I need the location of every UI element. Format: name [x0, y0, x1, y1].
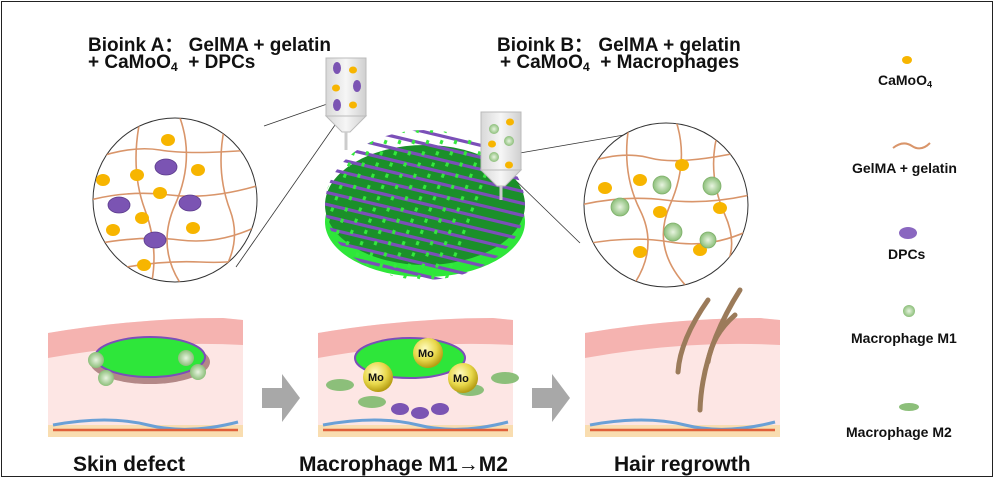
legend-label-m1: Macrophage M1	[851, 330, 957, 346]
dpc-cell-icon	[899, 227, 917, 239]
legend-label-gelma: GelMA + gelatin	[852, 160, 957, 176]
macrophage-m1	[98, 370, 114, 386]
bioink-b-subtitle: + CaMoO4 + Macrophages	[500, 52, 740, 75]
macrophage-m2	[326, 379, 354, 391]
scaffold-strand-green	[342, 130, 406, 280]
fiber-network	[93, 118, 257, 282]
process-arrow-1	[262, 374, 300, 422]
scaffold-strand-green	[325, 130, 364, 280]
bioink-b-title: Bioink B： GelMA + gelatin	[497, 35, 741, 56]
macrophage-m2	[491, 372, 519, 384]
macrophage-m1	[178, 350, 194, 366]
macrophage-m2-icon	[899, 403, 919, 411]
scaffold-strand-green	[370, 130, 434, 280]
macrophage-m1-icon	[903, 305, 915, 317]
mo-ion-sphere	[448, 363, 478, 393]
hair-strand	[705, 312, 738, 365]
zoom-lines-a	[235, 102, 625, 268]
dpc-cell	[411, 407, 429, 419]
mo-ion-sphere	[413, 338, 443, 368]
scaffold-strand-green	[328, 130, 392, 280]
scaffold-strand-purple	[325, 232, 525, 280]
legend-label-m2: Macrophage M2	[846, 424, 952, 440]
scaffold-strand-purple	[325, 184, 525, 248]
bioink-b-zoom-circle	[583, 122, 749, 288]
bioink-a-zoom-circle	[92, 117, 258, 283]
scaffold-strand-purple	[325, 160, 525, 224]
skin-block-hair	[585, 318, 780, 437]
macrophage-m1	[190, 364, 206, 380]
legend-icons	[892, 56, 931, 411]
stage-caption-skin-defect: Skin defect	[73, 453, 186, 476]
camoo4-particles	[96, 134, 205, 271]
scaffold-strand-green	[398, 130, 462, 280]
dpc-cell	[391, 403, 409, 415]
fiber-icon	[892, 142, 931, 150]
scaffold-strand-purple	[325, 172, 525, 236]
stage-caption-macrophage: Macrophage M1→M2	[299, 453, 508, 476]
bioink-a-subtitle: + CaMoO4 + DPCs	[88, 52, 256, 75]
scaffold-strand-green	[260, 130, 320, 290]
legend-label-camoo4: CaMoO4	[878, 72, 933, 90]
scaffold-strand-green	[440, 130, 504, 280]
mo-label-2: Mo	[418, 348, 434, 360]
scaffold-strand-green	[325, 130, 378, 280]
bioink-a-title: Bioink A： GelMA + gelatin	[88, 35, 331, 56]
mo-ion-sphere	[363, 362, 393, 392]
scaffold-strand-green	[356, 130, 420, 280]
scaffold-strand-green	[384, 130, 448, 280]
scaffold-strand-green	[426, 130, 490, 280]
syringe-b	[479, 111, 523, 200]
dpc-cells	[107, 158, 202, 249]
macrophage-m1	[88, 352, 104, 368]
mo-label-1: Mo	[368, 372, 384, 384]
macrophage-m2	[358, 396, 386, 408]
yellow-dot-icon	[902, 56, 912, 64]
mo-label-3: Mo	[453, 373, 469, 385]
legend-label-dpcs: DPCs	[888, 246, 926, 262]
process-arrow-2	[532, 374, 570, 422]
stage-caption-hair-regrowth: Hair regrowth	[614, 453, 751, 476]
scaffold-3d-printed	[260, 130, 525, 290]
scaffold-strand-green	[412, 130, 476, 280]
scaffold-strand-green	[325, 130, 336, 280]
figure-border	[1, 1, 993, 477]
syringe-a	[324, 57, 368, 150]
hair-strand	[675, 297, 711, 375]
dpc-cell	[431, 403, 449, 415]
